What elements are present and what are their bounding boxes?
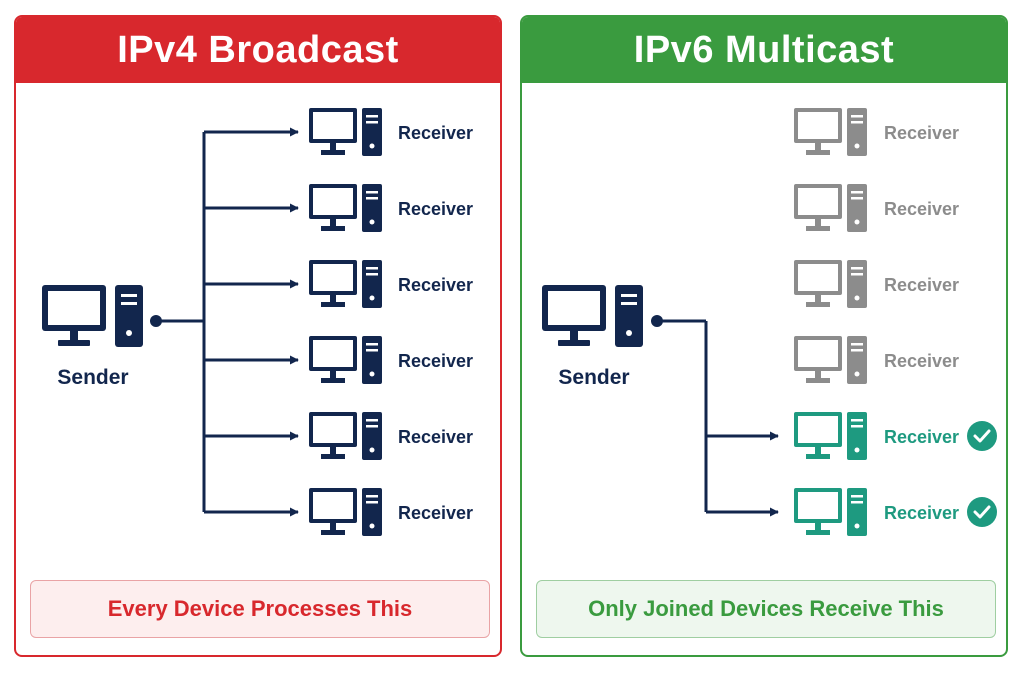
sender-label: Sender: [558, 366, 629, 389]
multicast-panel: IPv6 Multicast Sender: [520, 15, 1008, 657]
receiver-2: Receiver: [309, 184, 473, 232]
computer-icon: [309, 108, 382, 156]
multicast-title: IPv6 Multicast: [522, 17, 1006, 83]
receiver-label: Receiver: [398, 427, 473, 447]
computer-icon: [309, 260, 382, 308]
computer-icon: [794, 108, 867, 156]
receiver-4: Receiver: [794, 336, 959, 384]
multicast-footer: Only Joined Devices Receive This: [536, 580, 996, 638]
receiver-label: Receiver: [884, 275, 959, 295]
sender-label: Sender: [57, 366, 128, 389]
receiver-label: Receiver: [884, 199, 959, 219]
broadcast-footer: Every Device Processes This: [30, 580, 490, 638]
broadcast-title: IPv4 Broadcast: [16, 17, 500, 83]
sender-computer-icon: [542, 285, 643, 347]
check-circle-icon: [967, 421, 997, 451]
check-circle-icon: [967, 497, 997, 527]
receiver-6: Receiver: [309, 488, 473, 536]
computer-icon: [794, 260, 867, 308]
receiver-3: Receiver: [309, 260, 473, 308]
receiver-label: Receiver: [398, 199, 473, 219]
receiver-5: Receiver: [309, 412, 473, 460]
computer-icon: [794, 412, 867, 460]
receiver-3: Receiver: [794, 260, 959, 308]
computer-icon: [794, 488, 867, 536]
receiver-1: Receiver: [309, 108, 473, 156]
receiver-label: Receiver: [884, 427, 959, 447]
receiver-1: Receiver: [794, 108, 959, 156]
receiver-label: Receiver: [398, 275, 473, 295]
computer-icon: [309, 412, 382, 460]
computer-icon: [309, 184, 382, 232]
multicast-diagram: Sender Receiver Receiver: [542, 108, 997, 536]
receiver-label: Receiver: [398, 503, 473, 523]
computer-icon: [794, 336, 867, 384]
broadcast-panel: IPv4 Broadcast Sender: [14, 15, 502, 657]
computer-icon: [794, 184, 867, 232]
receiver-label: Receiver: [398, 123, 473, 143]
receiver-label: Receiver: [884, 123, 959, 143]
broadcast-diagram: Sender Receiver: [42, 108, 473, 536]
sender-computer-icon: [42, 285, 143, 347]
receiver-label: Receiver: [398, 351, 473, 371]
computer-icon: [309, 488, 382, 536]
receiver-4: Receiver: [309, 336, 473, 384]
receiver-2: Receiver: [794, 184, 959, 232]
receiver-6: Receiver: [794, 488, 997, 536]
multicast-links: [657, 319, 779, 517]
broadcast-links: [156, 127, 299, 517]
receiver-label: Receiver: [884, 503, 959, 523]
receiver-5: Receiver: [794, 412, 997, 460]
receiver-label: Receiver: [884, 351, 959, 371]
computer-icon: [309, 336, 382, 384]
